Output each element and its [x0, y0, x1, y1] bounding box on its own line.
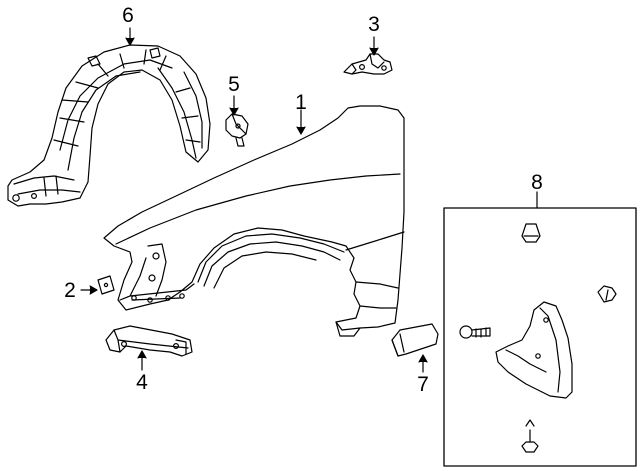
callout-6: 6	[122, 4, 134, 27]
fender	[103, 105, 405, 337]
callout-5: 5	[228, 73, 240, 96]
lower-bracket	[105, 325, 193, 357]
callout-1: 1	[295, 91, 307, 114]
clip	[225, 113, 249, 147]
upper-bracket	[343, 53, 393, 75]
leader-lines	[80, 27, 538, 373]
mud-flap-kit	[443, 207, 637, 467]
callout-8: 8	[531, 171, 543, 194]
side-marker	[391, 323, 439, 357]
callout-3: 3	[368, 13, 380, 36]
callout-2: 2	[64, 279, 76, 302]
small-pad	[97, 275, 115, 295]
callout-4: 4	[136, 371, 148, 394]
callout-7: 7	[417, 373, 429, 396]
fender-liner	[7, 44, 211, 207]
